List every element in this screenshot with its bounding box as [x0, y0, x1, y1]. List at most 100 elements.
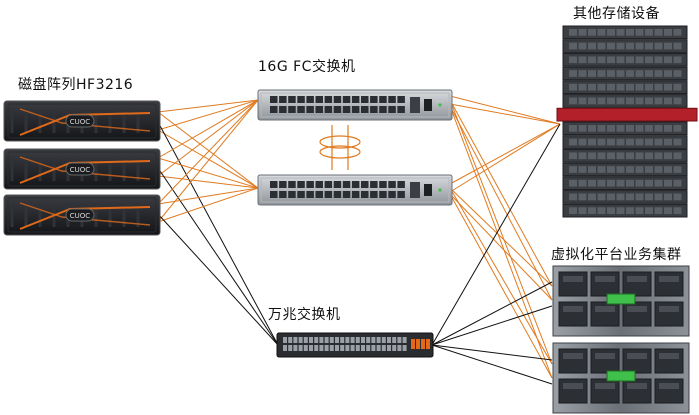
sfp-port: [333, 96, 342, 103]
blade-handle: [595, 353, 615, 359]
storage-drive: [597, 83, 606, 91]
rj45-port: [288, 337, 293, 343]
storage-drive: [635, 56, 644, 64]
disk-array-unit: CUOC: [3, 194, 161, 236]
storage-drive: [635, 138, 644, 146]
storage-drive: [654, 70, 663, 77]
sfp-port: [397, 181, 405, 188]
storage-drive: [645, 70, 653, 77]
ethernet-link: [157, 213, 279, 346]
switch-chassis: [257, 174, 453, 206]
fc-link: [449, 187, 553, 365]
storage-drive: [607, 152, 615, 160]
rj45-port: [392, 345, 397, 351]
switch-chassis: [257, 89, 453, 121]
storage-drive: [616, 138, 625, 146]
storage-drive: [578, 166, 587, 173]
storage-drive: [607, 97, 615, 105]
storage-drive: [664, 179, 672, 187]
storage-drive: [645, 179, 653, 187]
rj45-port: [298, 337, 303, 343]
blade-handle: [659, 353, 679, 359]
array-bezel: [7, 197, 157, 233]
storage-drive: [626, 56, 634, 64]
storage-unit: [562, 148, 688, 163]
rj45-port: [402, 345, 407, 351]
storage-drive: [673, 125, 682, 132]
storage-drive: [569, 42, 577, 50]
ethernet-link: [431, 344, 553, 385]
rj45-port: [397, 337, 402, 343]
fc-switch-label: 16G FC交换机: [258, 59, 356, 75]
storage-drive: [664, 193, 672, 201]
rj45-port: [387, 345, 391, 351]
sfp-port: [351, 106, 360, 113]
blade-slot: [558, 378, 588, 404]
switch-faceplate: [260, 177, 450, 203]
storage-drive: [597, 207, 606, 214]
sfp-port: [306, 191, 314, 198]
sfp-port: [342, 106, 351, 113]
rj45-port: [355, 337, 360, 343]
storage-drive: [645, 207, 653, 214]
fc-link: [157, 99, 259, 159]
other-storage-rack: [556, 25, 698, 218]
rj45-port: [314, 337, 319, 343]
storage-drive: [588, 166, 596, 173]
ethernet-link: [431, 281, 553, 346]
ethernet-link: [431, 344, 553, 361]
sfp-port: [379, 191, 387, 198]
storage-drive: [569, 193, 577, 201]
uplink-port: [416, 339, 420, 349]
storage-unit: [562, 66, 688, 81]
storage-drive: [626, 207, 634, 214]
storage-drive: [673, 193, 682, 201]
storage-drive: [616, 97, 625, 105]
storage-drive: [645, 83, 653, 91]
rj45-port: [329, 337, 334, 343]
storage-drive: [607, 42, 615, 50]
switch-faceplate: [260, 92, 450, 118]
rj45-port: [298, 345, 303, 351]
storage-drive: [588, 42, 596, 50]
blade-slot: [622, 271, 652, 297]
fc-stack-link: [319, 125, 361, 170]
storage-drive: [654, 179, 663, 187]
storage-drive: [578, 207, 587, 214]
blade-handle: [595, 383, 615, 389]
storage-drive: [673, 97, 682, 105]
rj45-port: [376, 337, 381, 343]
fc-link: [449, 95, 561, 125]
sfp-port: [388, 96, 396, 103]
rj45-port: [350, 345, 355, 351]
sfp-port: [279, 191, 287, 198]
storage-drive: [673, 29, 682, 36]
storage-drive: [607, 207, 615, 214]
storage-drive: [673, 42, 682, 50]
rj45-port: [314, 345, 319, 351]
sfp-port: [379, 106, 387, 113]
sfp-port: [297, 106, 305, 113]
array-accent-stripe: [19, 202, 151, 226]
blade-slot: [622, 348, 652, 374]
tengig-switch-label: 万兆交换机: [268, 307, 341, 323]
storage-highlight-unit: [556, 107, 698, 122]
storage-drive: [569, 29, 577, 36]
fc-link: [449, 99, 553, 287]
sfp-port: [297, 191, 305, 198]
fc-link: [157, 99, 259, 223]
storage-unit: [562, 94, 688, 108]
storage-drive: [673, 152, 682, 160]
fc-link: [449, 123, 561, 193]
storage-drive: [607, 125, 615, 132]
storage-drive: [635, 70, 644, 77]
rj45-port: [397, 345, 402, 351]
rj45-port: [309, 345, 313, 351]
storage-drive: [635, 166, 644, 173]
storage-unit: [562, 39, 688, 53]
rj45-port: [361, 337, 365, 343]
blade-slot: [590, 348, 620, 374]
storage-drive: [664, 207, 672, 214]
array-logo-badge: [65, 208, 95, 222]
blade-slot: [558, 301, 588, 327]
